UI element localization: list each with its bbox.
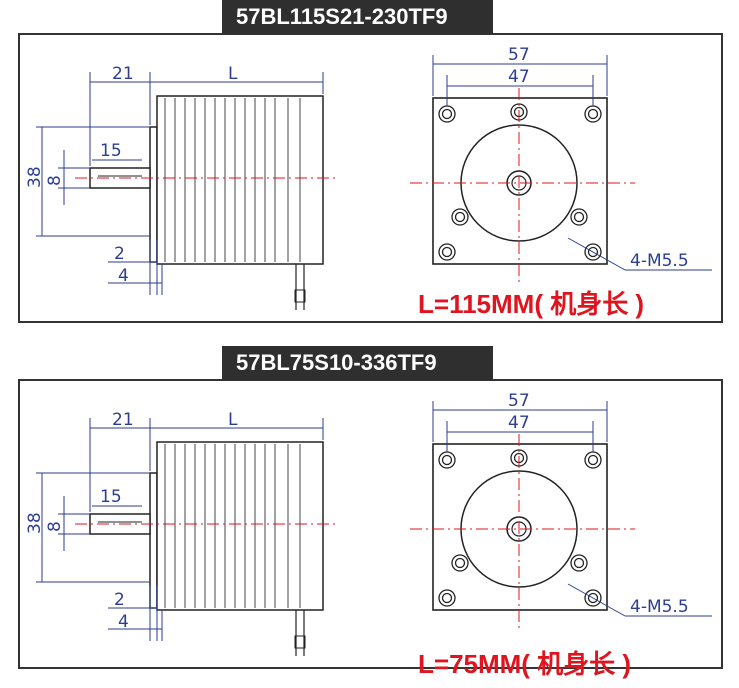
dim-flange-gap-2: 2 (114, 590, 125, 610)
dim-hole-pitch-2: 47 (508, 413, 530, 433)
dim-body-length: L (228, 64, 238, 84)
model-title-1: 57BL115S21-230TF9 (222, 0, 493, 34)
dim-height-2: 38 (25, 512, 45, 534)
dim-mount-holes: 4-M5.5 (630, 251, 689, 271)
body-length-label-1: L=115MM( 机身长 ) (418, 289, 645, 319)
body-length-label-2: L=75MM( 机身长 ) (418, 649, 632, 679)
dim-outer-size: 57 (508, 45, 530, 65)
dim-height: 38 (25, 166, 45, 188)
dim-key-length: 15 (100, 141, 122, 161)
front-view-1: 57 47 4-M5.5 (410, 45, 712, 282)
dim-flange-thick: 4 (118, 266, 129, 286)
dim-mount-holes-2: 4-M5.5 (630, 597, 689, 617)
dim-shaft-dia: 8 (45, 175, 65, 186)
side-view-2: 21 L 38 8 15 2 4 (25, 410, 335, 656)
dim-hole-pitch: 47 (508, 67, 530, 87)
front-view-2: 57 47 4-M5.5 (410, 391, 712, 628)
dim-shaft-dia-2: 8 (45, 521, 65, 532)
dim-outer-size-2: 57 (508, 391, 530, 411)
dim-flange-thick-2: 4 (118, 612, 129, 632)
dimension-lines (36, 72, 324, 295)
model-title-2: 57BL75S10-336TF9 (222, 346, 493, 380)
dim-flange-gap: 2 (114, 244, 125, 264)
dim-shaft-length-2: 21 (112, 410, 134, 430)
dim-key-length-2: 15 (100, 487, 122, 507)
cooling-fins (164, 98, 301, 262)
dim-shaft-length: 21 (112, 64, 134, 84)
side-view-1: 21 L 38 8 15 2 4 (25, 64, 335, 310)
dim-body-length-2: L (228, 410, 238, 430)
